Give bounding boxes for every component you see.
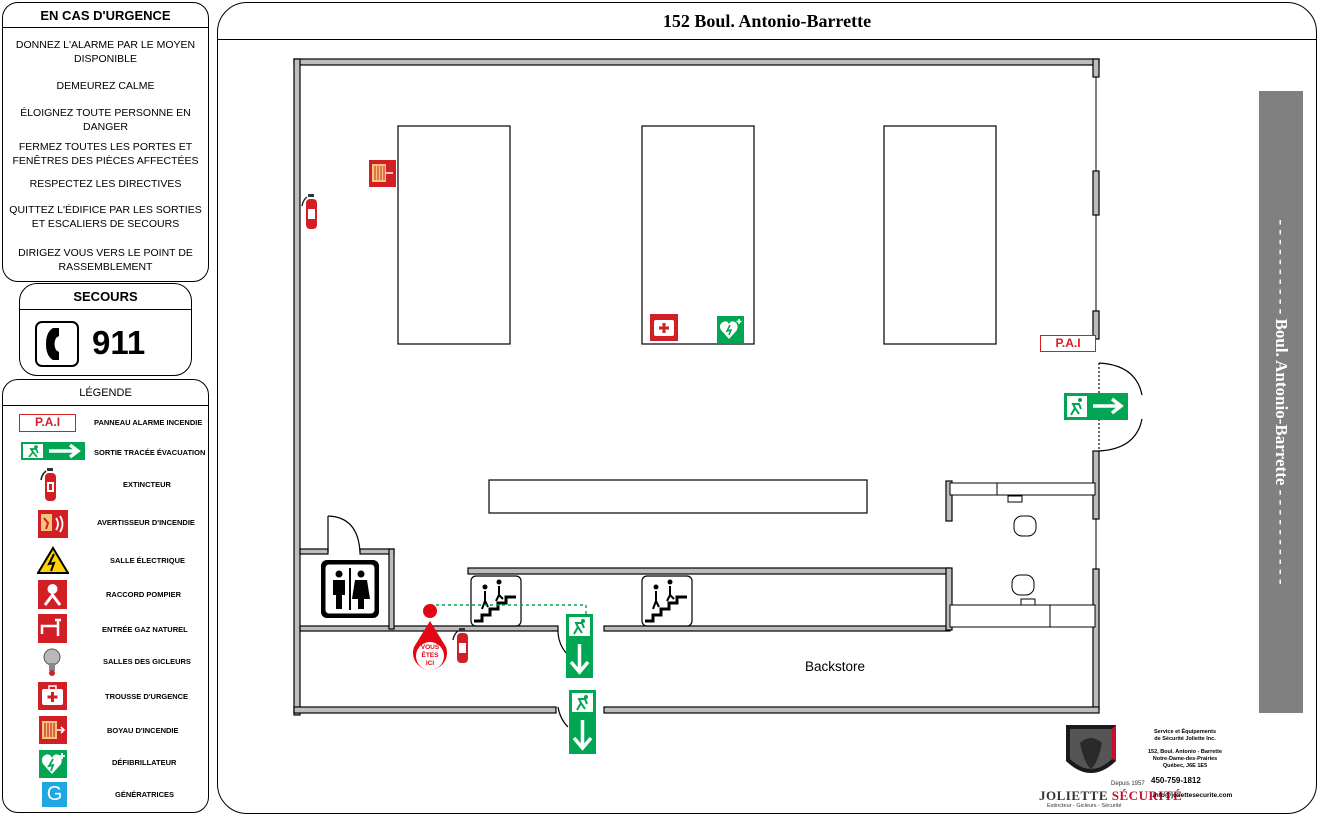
- company-name: JOLIETTE SÉCURITÉ: [1039, 788, 1182, 804]
- floor-plan-drawing: VOUS ÊTES ICI: [293, 58, 1143, 773]
- exit-doors: [557, 630, 569, 728]
- company-logo-icon: [1066, 725, 1116, 773]
- fire-hose-icon: [369, 160, 396, 187]
- street-name: Boul. Antonio-Barrette: [1272, 318, 1291, 486]
- legend-label: SALLE ÉLECTRIQUE: [110, 556, 186, 565]
- info-line: 152, Boul. Antonio - Barrette: [1147, 749, 1223, 755]
- extinguisher-icon: [452, 628, 468, 663]
- you-are-here-text: ICI: [426, 660, 435, 667]
- info-line: Notre-Dame-des-Prairies: [1152, 756, 1218, 762]
- emergency-step: QUITTEZ L'ÉDIFICE PAR LES SORTIES ET ESC…: [9, 204, 202, 230]
- info-line: de Sécurité Joliette Inc.: [1154, 736, 1216, 742]
- extinguisher-icon: [39, 466, 61, 507]
- phone-icon: [35, 321, 79, 367]
- exit-sign-icon: [569, 690, 596, 754]
- legend-label: EXTINCTEUR: [123, 480, 171, 489]
- emergency-step: DEMEUREZ CALME: [56, 80, 155, 92]
- electrical-room-icon: [36, 546, 70, 579]
- secours-title: SECOURS: [20, 284, 191, 310]
- pai-panel-icon: P.A.I: [1040, 335, 1096, 352]
- legend-label: SORTIE TRACÉE ÉVACUATION: [94, 448, 206, 457]
- emergency-step: FERMEZ TOUTES LES PORTES ET FENÊTRES DES…: [12, 141, 199, 167]
- fire-alarm-icon: [38, 510, 68, 543]
- fire-dept-connection-icon: [38, 580, 67, 614]
- street-band: [1259, 91, 1303, 713]
- first-aid-kit-icon: [38, 682, 67, 715]
- legend-label: DÉFIBRILLATEUR: [112, 758, 177, 767]
- emergency-panel: EN CAS D'URGENCE DONNEZ L'ALARME PAR LE …: [2, 2, 209, 282]
- restroom-icon: [321, 560, 379, 618]
- legend-title: LÉGENDE: [3, 380, 208, 406]
- legend-label: TROUSSE D'URGENCE: [105, 692, 189, 701]
- plan-title: 152 Boul. Antonio-Barrette: [218, 3, 1316, 40]
- sprinkler-icon: [40, 647, 64, 682]
- stairs-icon: [470, 575, 522, 627]
- legend-label: SALLES DES GICLEURS: [103, 657, 191, 666]
- info-line: Québec, J6E 1E5: [1162, 763, 1208, 769]
- you-are-here-text: ÊTES: [422, 650, 440, 659]
- exit-sign-icon: [21, 442, 85, 465]
- street-dashes: - - - - - - - - - -: [1272, 219, 1291, 315]
- company-phone: 450-759-1812: [1151, 776, 1201, 785]
- fire-hose-icon: [39, 716, 67, 749]
- defibrillator-icon: [39, 750, 67, 783]
- street-dashes: - - - - - - - - - -: [1272, 489, 1291, 585]
- legend-label: AVERTISSEUR D'INCENDIE: [97, 518, 195, 527]
- legend-panel: LÉGENDE P.A.I PANNEAU ALARME INCENDIE SO…: [2, 379, 209, 813]
- gas-entry-icon: [38, 614, 67, 648]
- legend-label: ENTRÉE GAZ NATUREL: [102, 625, 188, 634]
- bathroom-door: [327, 515, 361, 553]
- company-name-part: JOLIETTE: [1039, 788, 1112, 803]
- company-tagline: Extincteur - Gicleurs - Sécurité: [1047, 803, 1122, 809]
- stairs-icon: [641, 575, 693, 627]
- you-are-here-marker: VOUS ÊTES ICI: [413, 604, 447, 670]
- legend-label: BOYAU D'INCENDIE: [107, 726, 179, 735]
- emergency-number: 911: [92, 324, 146, 361]
- company-name-accent: SÉCURITÉ: [1111, 788, 1183, 803]
- first-aid-kit-icon: [650, 314, 678, 341]
- emergency-title: EN CAS D'URGENCE: [3, 3, 208, 28]
- generator-icon: G: [42, 782, 67, 807]
- company-address: 152, Boul. Antonio - Barrette Notre-Dame…: [1140, 749, 1230, 770]
- info-line: Service et Équipements: [1153, 729, 1217, 735]
- street-label: - - - - - - - - - - Boul. Antonio-Barret…: [1271, 219, 1291, 584]
- evacuation-path: [430, 604, 587, 615]
- floor-plan-panel: 152 Boul. Antonio-Barrette: [217, 2, 1317, 814]
- legend-label: GÉNÉRATRICES: [115, 790, 175, 799]
- legend-label: RACCORD POMPIER: [106, 590, 182, 599]
- building-walls: [293, 58, 1100, 716]
- pai-panel-icon: P.A.I: [19, 414, 76, 432]
- secours-panel: SECOURS 911: [19, 283, 192, 376]
- you-are-here-text: VOUS: [421, 644, 440, 651]
- emergency-step: ÉLOIGNEZ TOUTE PERSONNE EN DANGER: [20, 107, 191, 133]
- legend-label: PANNEAU ALARME INCENDIE: [94, 418, 203, 427]
- emergency-step: RESPECTEZ LES DIRECTIVES: [29, 178, 182, 190]
- exit-sign-icon: [1064, 393, 1128, 420]
- emergency-step: DONNEZ L'ALARME PAR LE MOYEN DISPONIBLE: [15, 39, 196, 65]
- exit-sign-icon: [566, 614, 593, 678]
- shelving-units: [397, 125, 997, 514]
- company-since: Depuis 1957: [1111, 781, 1145, 787]
- company-email[interactable]: info@joliettesecurite.com: [1153, 792, 1233, 799]
- emergency-step: DIRIGEZ VOUS VERS LE POINT DE RASSEMBLEM…: [18, 247, 193, 273]
- extinguisher-icon: [301, 194, 317, 229]
- office-furniture: [949, 482, 1096, 628]
- company-info-title: Service et Équipements de Sécurité Jolie…: [1140, 729, 1230, 743]
- defibrillator-icon: [717, 316, 744, 343]
- backstore-label: Backstore: [805, 659, 866, 674]
